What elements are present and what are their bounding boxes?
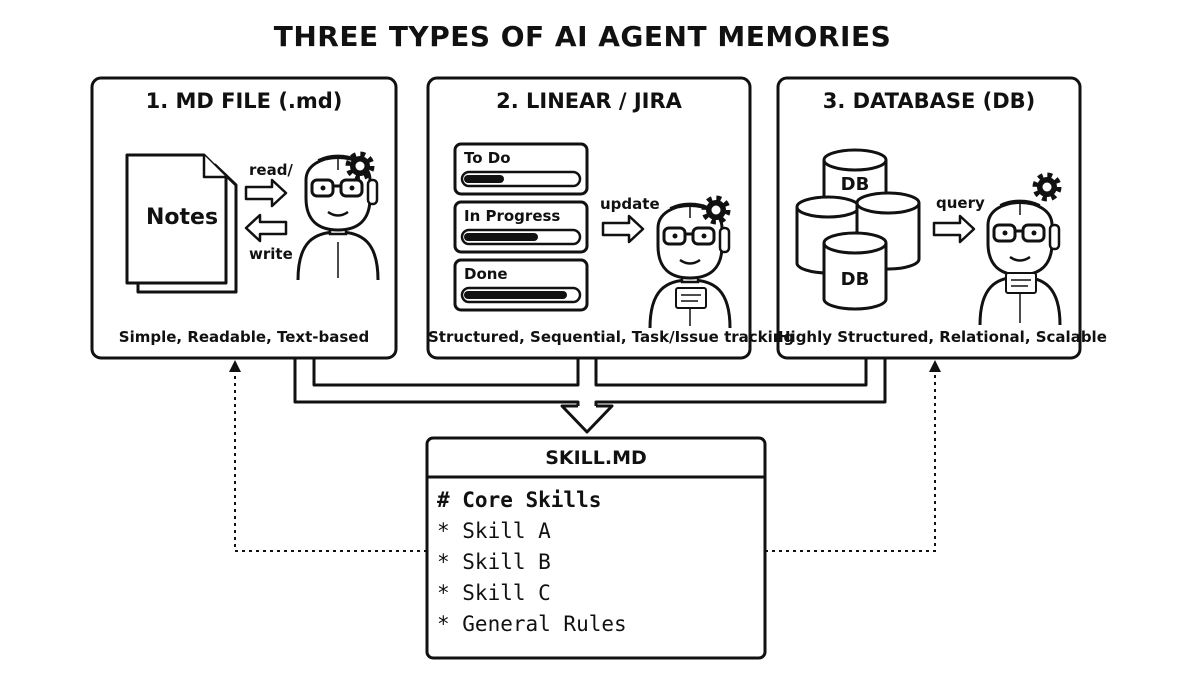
skill-file-title: SKILL.MD [545,447,647,469]
in-progress-progress-fill [464,233,538,241]
task-card-done [453,258,589,312]
query-label: query [936,194,985,212]
robot-icon [648,201,732,330]
task-card-todo [453,142,589,196]
clipboard-icon [675,287,707,309]
page-title: THREE TYPES OF AI AGENT MEMORIES [273,20,892,53]
clipboard-icon [1005,272,1037,294]
merge-connector [293,358,887,408]
task-label-in-progress: In Progress [464,207,561,225]
panel-md-caption: Simple, Readable, Text-based [118,328,370,346]
task-label-todo: To Do [464,149,511,167]
write-label: write [249,245,293,263]
merge-arrow-icon [560,404,614,434]
skill-line-item: * Skill C [437,581,551,605]
skill-line-item: * Skill B [437,550,551,574]
skill-file-box [425,436,767,660]
todo-progress-fill [464,175,504,183]
task-label-done: Done [464,265,508,283]
feedback-arrow-left [229,360,427,552]
document-icon [125,153,238,294]
panel-db-heading: 3. DATABASE (DB) [822,89,1036,113]
panel-linear-caption: Structured, Sequential, Task/Issue track… [428,328,795,346]
robot-icon [978,198,1062,327]
skill-line-heading: # Core Skills [437,488,602,512]
skill-line-item: * General Rules [437,612,627,636]
skill-line-item: * Skill A [437,519,551,543]
document-label: Notes [146,205,219,230]
done-progress-fill [464,291,567,299]
read-label: read/ [249,161,293,179]
task-card-in-progress [453,200,589,254]
update-label: update [600,195,660,213]
panel-linear-heading: 2. LINEAR / JIRA [496,89,682,113]
db-label-bottom: DB [840,269,870,290]
db-label-top: DB [840,174,870,195]
panel-md-heading: 1. MD FILE (.md) [145,89,343,113]
panel-db-caption: Highly Structured, Relational, Scalable [778,328,1107,346]
feedback-arrow-right [765,360,941,552]
